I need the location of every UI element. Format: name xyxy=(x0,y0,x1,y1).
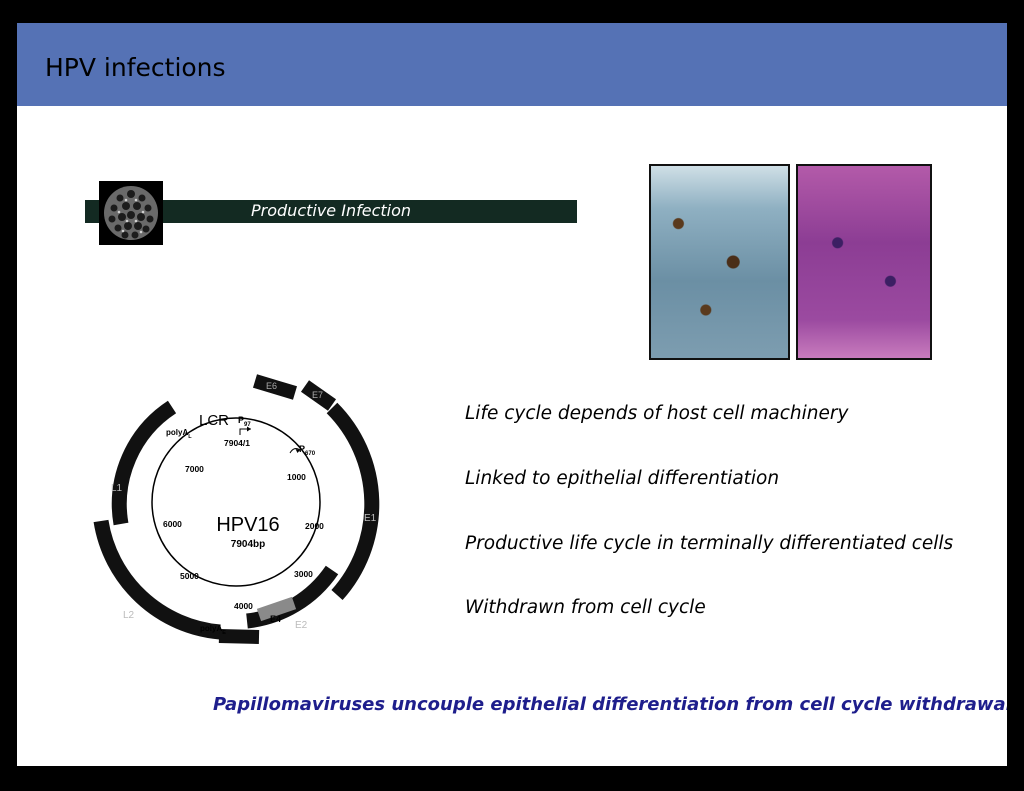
gene-label-e4: E4 xyxy=(270,614,281,624)
genome-name: HPV16 xyxy=(216,514,279,536)
conclusion-text: Papillomaviruses uncouple epithelial dif… xyxy=(213,694,1007,715)
tick-7000: 7000 xyxy=(185,464,204,474)
gene-label-l2: L2 xyxy=(123,610,135,621)
gene-label-e6: E6 xyxy=(266,381,277,391)
lcr-label: LCR xyxy=(199,412,229,429)
slide-title: HPV infections xyxy=(45,53,226,82)
immunostained-tissue-image xyxy=(649,164,790,360)
virus-particle-image xyxy=(99,181,163,245)
e5-orf-arc xyxy=(219,636,259,637)
l1-orf-arc xyxy=(119,407,172,524)
slide: HPV infections Productive Infection xyxy=(17,23,1007,766)
gene-label-l1: L1 xyxy=(111,483,123,494)
tick-1000: 1000 xyxy=(287,472,306,482)
gene-label-e7: E7 xyxy=(312,390,323,400)
p97-label: P97 xyxy=(238,415,251,428)
header-bar: HPV infections xyxy=(17,23,1007,106)
tick-4000: 4000 xyxy=(234,601,253,611)
bullet-item: Productive life cycle in terminally diff… xyxy=(465,533,953,554)
tick-3000: 3000 xyxy=(294,569,313,579)
tick-6000: 6000 xyxy=(163,519,182,529)
genome-start-label: 7904/1 xyxy=(224,438,250,448)
e1-orf-arc xyxy=(332,408,372,595)
genome-size: 7904bp xyxy=(231,539,265,550)
productive-infection-label: Productive Infection xyxy=(251,201,411,220)
bullet-item: Linked to epithelial differentiation xyxy=(465,468,779,489)
bullet-item: Life cycle depends of host cell machiner… xyxy=(465,403,848,424)
gene-label-e2: E2 xyxy=(295,620,308,631)
he-stained-tissue-image xyxy=(796,164,932,360)
polyal-label: polyAL xyxy=(166,428,192,440)
bullet-item: Withdrawn from cell cycle xyxy=(465,597,706,618)
tick-5000: 5000 xyxy=(180,571,199,581)
p670-label: P670 xyxy=(299,444,316,457)
hpv16-genome-map: E6 E7 E1 E2 E4 E5 L1 L2 LCR P97 P670 790… xyxy=(87,373,397,653)
tick-2000: 2000 xyxy=(305,521,324,531)
gene-label-e1: E1 xyxy=(364,513,377,524)
